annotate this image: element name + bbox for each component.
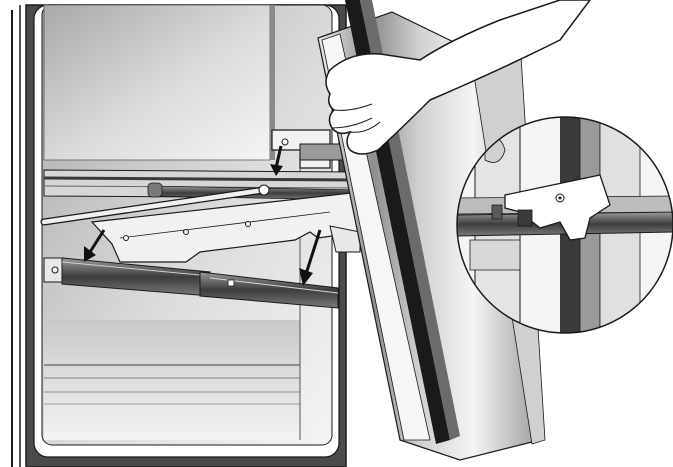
- down-arrow-icon: [270, 145, 283, 176]
- upper-hook-bracket: [271, 129, 346, 169]
- lower-telescopic-rail: [43, 257, 339, 309]
- down-left-arrow-icon: [84, 229, 106, 262]
- magnifier-circle-outline: [456, 116, 673, 334]
- magnified-detail: [456, 116, 673, 334]
- wire-rod: [40, 184, 270, 226]
- hand-holding-door: [325, 0, 591, 155]
- down-left-arrow-icon: [299, 229, 322, 286]
